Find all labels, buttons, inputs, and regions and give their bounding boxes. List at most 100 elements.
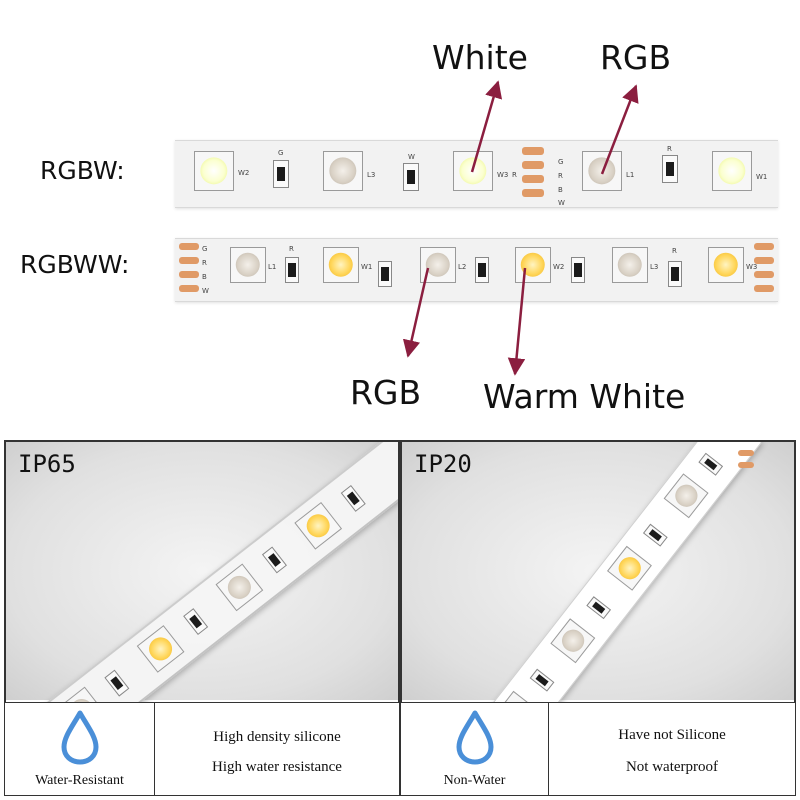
ip20-line-1: Have not Silicone: [618, 727, 726, 743]
ip65-strip-photo: [6, 442, 398, 788]
silkscreen-label: W: [202, 287, 209, 295]
ip65-line-1: High density silicone: [213, 729, 341, 745]
rgbw-label: RGBW:: [40, 156, 125, 185]
led-chip-rgb: [420, 247, 456, 283]
led-chip: [323, 247, 359, 283]
ip65-caption: Water-Resistant: [35, 773, 124, 788]
silkscreen-label: W1: [756, 173, 768, 181]
led-chip: [215, 563, 264, 612]
led-chip: [607, 545, 652, 591]
resistor: [104, 669, 130, 697]
silkscreen-label: W3: [746, 263, 758, 271]
callout-white: White: [432, 38, 528, 77]
resistor: [340, 484, 366, 512]
resistor: [662, 155, 678, 183]
silkscreen-label: L3: [650, 263, 659, 271]
solder-pad: [738, 462, 754, 468]
ip65-text-cell: High density silicone High water resista…: [155, 703, 399, 795]
silkscreen-label: B: [558, 186, 563, 194]
silkscreen-label: W2: [238, 169, 250, 177]
silkscreen-label: B: [202, 273, 207, 281]
led-chip: [230, 247, 266, 283]
solder-pad: [179, 257, 199, 264]
ip65-line-2: High water resistance: [212, 759, 342, 775]
resistor: [285, 257, 299, 283]
callout-warm-white: Warm White: [483, 377, 686, 416]
solder-pad: [522, 175, 544, 183]
silkscreen-label: W: [558, 199, 565, 207]
silkscreen-label: G: [558, 158, 564, 166]
resistor: [183, 608, 209, 635]
resistor: [642, 523, 668, 547]
water-drop-icon: [456, 710, 494, 765]
solder-pad: [522, 161, 544, 169]
silkscreen-label: L1: [626, 171, 635, 179]
silkscreen-label: L1: [268, 263, 277, 271]
silkscreen-label: L2: [458, 263, 467, 271]
led-chip: [663, 473, 709, 519]
ip20-title: IP20: [414, 450, 472, 478]
arrow-rgb-bottom: [402, 267, 430, 358]
solder-pad: [754, 285, 774, 292]
solder-pad: [179, 271, 199, 278]
ip65-info-row: Water-Resistant High density silicone Hi…: [4, 702, 400, 796]
ip65-icon-cell: Water-Resistant: [5, 703, 155, 795]
silkscreen-label: W3: [497, 171, 509, 179]
silkscreen-label: W: [408, 153, 415, 161]
resistor: [668, 261, 682, 287]
rgbww-label: RGBWW:: [20, 250, 130, 279]
resistor: [586, 596, 612, 620]
silkscreen-label: R: [667, 145, 672, 153]
led-chip: [294, 501, 343, 550]
resistor: [571, 257, 585, 283]
resistor: [475, 257, 489, 283]
resistor: [403, 163, 419, 191]
resistor: [698, 452, 724, 476]
solder-pad: [754, 243, 774, 250]
resistor: [529, 668, 555, 692]
ip20-caption: Non-Water: [443, 773, 506, 788]
solder-pad: [754, 271, 774, 278]
ip65-title: IP65: [18, 450, 76, 478]
water-drop-icon: [61, 710, 99, 765]
ip20-info-row: Non-Water Have not Silicone Not waterpro…: [400, 702, 796, 796]
led-chip: [708, 247, 744, 283]
silkscreen-label: R: [289, 245, 294, 253]
led-chip: [550, 618, 596, 664]
silkscreen-label: R: [672, 247, 677, 255]
resistor: [378, 261, 392, 287]
arrow-warm-white: [507, 267, 527, 376]
silkscreen-label: G: [202, 245, 208, 253]
solder-pad: [179, 243, 199, 250]
led-chip: [194, 151, 234, 191]
silkscreen-label: W2: [553, 263, 565, 271]
rgbww-led-strip: G R B W L1 R W1 L2 W2 R L3 W3: [175, 238, 778, 302]
led-chip: [612, 247, 648, 283]
solder-pad: [522, 189, 544, 197]
ip20-strip-photo: [402, 442, 794, 775]
silkscreen-label: G: [278, 149, 284, 157]
callout-rgb-bottom: RGB: [350, 373, 422, 412]
silkscreen-label: R: [202, 259, 207, 267]
resistor: [273, 160, 289, 188]
solder-pad: [738, 450, 754, 456]
solder-pad: [179, 285, 199, 292]
silkscreen-label: W1: [361, 263, 373, 271]
silkscreen-label: R: [512, 171, 517, 179]
arrow-white: [470, 80, 503, 173]
ip20-text-cell: Have not Silicone Not waterproof: [549, 703, 795, 795]
ip20-icon-cell: Non-Water: [401, 703, 549, 795]
led-chip: [323, 151, 363, 191]
solder-pad: [522, 147, 544, 155]
silkscreen-label: L3: [367, 171, 376, 179]
solder-pad: [754, 257, 774, 264]
rgbw-led-strip: W2 G L3 W W3 R L1 R W1 G R B W: [175, 140, 778, 208]
led-chip-white: [453, 151, 493, 191]
led-chip: [712, 151, 752, 191]
resistor: [261, 546, 287, 574]
silkscreen-label: R: [558, 172, 563, 180]
ip20-line-2: Not waterproof: [625, 759, 719, 775]
led-chip: [136, 625, 185, 673]
